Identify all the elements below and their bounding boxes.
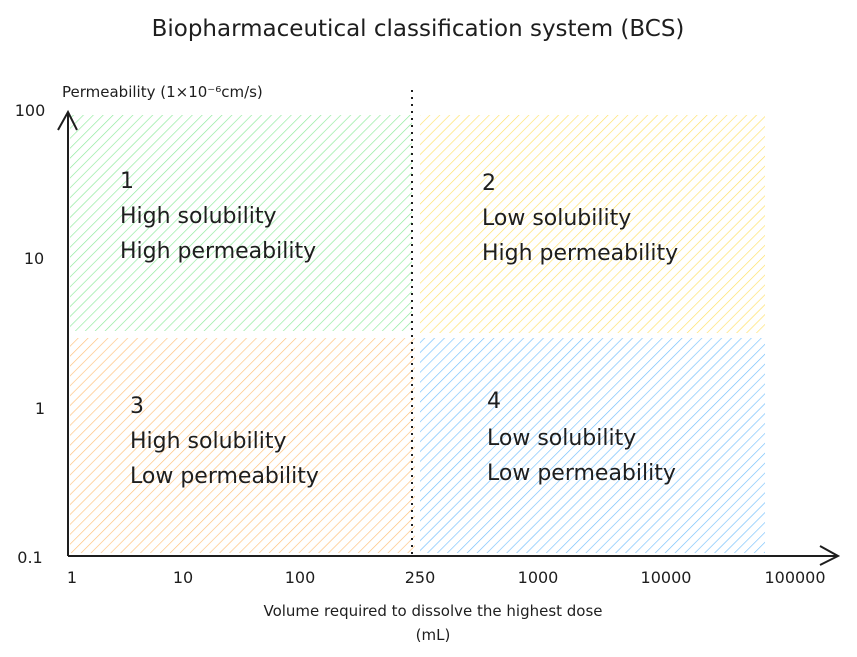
permeability-text: Low permeability (487, 461, 676, 486)
x-tick: 1 (67, 568, 77, 587)
x-axis-arrow (68, 545, 841, 566)
class-number: 3 (130, 394, 144, 419)
y-axis-arrow (57, 109, 78, 556)
axes (57, 109, 841, 566)
y-tick: 1 (35, 399, 45, 418)
quadrant-2-label: 2 Low solubility High permeability (482, 171, 678, 266)
solubility-text: High solubility (120, 204, 276, 229)
permeability-text: Low permeability (130, 464, 319, 489)
quadrant-4-label: 4 Low solubility Low permeability (487, 389, 676, 486)
quadrant-2-area (420, 115, 765, 333)
y-axis-label: Permeability (1×10⁻⁶cm/s) (62, 83, 263, 101)
permeability-text: High permeability (482, 241, 678, 266)
quadrant-1-area (70, 115, 412, 331)
y-tick: 10 (24, 249, 44, 268)
x-tick: 1000 (518, 568, 559, 587)
class-number: 2 (482, 171, 496, 196)
solubility-text: Low solubility (482, 206, 631, 231)
class-number: 1 (120, 169, 134, 194)
class-number: 4 (487, 389, 501, 414)
quadrant-3-area (70, 338, 415, 553)
x-axis-label: Volume required to dissolve the highest … (263, 602, 602, 620)
diagram-title: Biopharmaceutical classification system … (152, 16, 685, 42)
x-tick: 100000 (764, 568, 825, 587)
x-tick: 100 (285, 568, 316, 587)
y-tick: 0.1 (17, 548, 42, 567)
x-tick: 10 (173, 568, 193, 587)
solubility-text: Low solubility (487, 426, 636, 451)
quadrant-4-area (420, 338, 765, 553)
x-tick: 250 (405, 568, 436, 587)
quadrant-3-label: 3 High solubility Low permeability (130, 394, 319, 489)
x-axis-unit: (mL) (416, 626, 451, 644)
x-tick: 10000 (641, 568, 692, 587)
solubility-text: High solubility (130, 429, 286, 454)
y-tick: 100 (15, 101, 46, 120)
quadrant-1-label: 1 High solubility High permeability (120, 169, 316, 264)
permeability-text: High permeability (120, 239, 316, 264)
